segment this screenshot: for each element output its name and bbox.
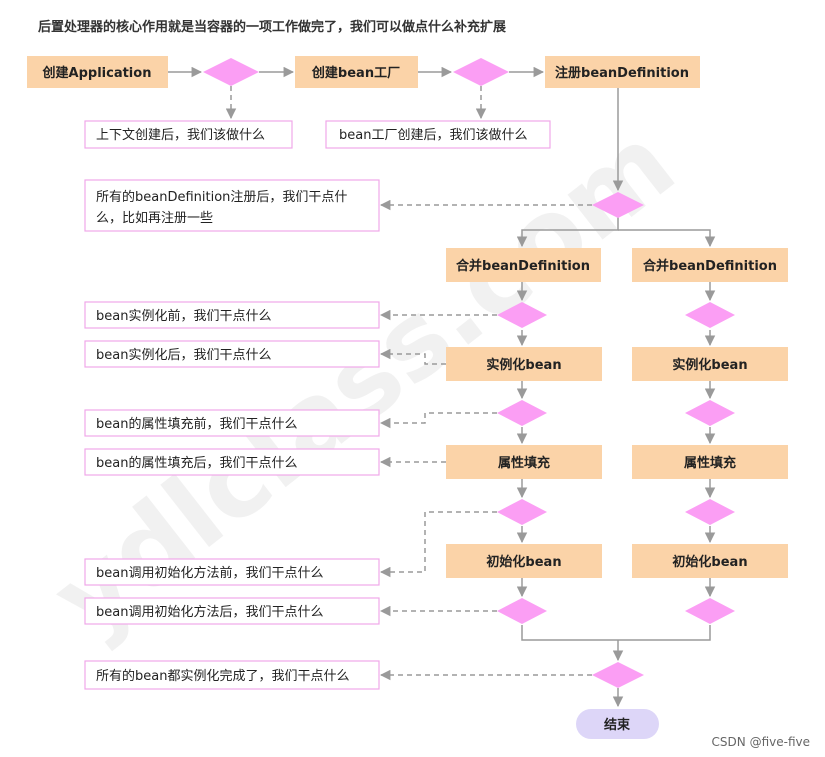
note-after-factory-text: bean工厂创建后，我们该做什么: [339, 128, 527, 143]
note-after-context: [84, 120, 293, 149]
note-before-instantiate: [84, 301, 380, 329]
right-populate-box: 属性填充: [632, 445, 788, 479]
note-all-done: [84, 660, 380, 690]
register-bean-definition-box: 注册beanDefinition: [545, 56, 700, 88]
create-bean-factory-box: 创建bean工厂: [295, 56, 418, 88]
decision-all-done: [592, 662, 644, 688]
note-after-instantiate: [84, 340, 380, 368]
end-terminal: 结束: [576, 709, 659, 739]
note-after-register-text-1: 所有的beanDefinition注册后，我们干点什: [96, 189, 347, 205]
decision-left-before-instantiate: [497, 302, 547, 328]
left-instantiate-box: 实例化bean: [446, 347, 602, 381]
csdn-credit: CSDN @five-five: [712, 735, 810, 749]
decision-after-context: [203, 58, 259, 86]
svg-text:创建Application: 创建Application: [42, 65, 152, 81]
svg-text:初始化bean: 初始化bean: [672, 554, 747, 570]
svg-text:实例化bean: 实例化bean: [486, 357, 561, 373]
decision-right-after-instantiate: [685, 400, 735, 426]
right-init-box: 初始化bean: [632, 544, 788, 578]
svg-text:初始化bean: 初始化bean: [486, 554, 561, 570]
decision-left-after-populate: [497, 499, 547, 525]
decision-right-before-instantiate: [685, 302, 735, 328]
note-after-init-text: bean调用初始化方法后，我们干点什么: [96, 604, 323, 620]
note-all-done-text: 所有的bean都实例化完成了，我们干点什么: [96, 668, 349, 684]
left-merge-bd-box: 合并beanDefinition: [446, 248, 601, 282]
decision-after-register: [592, 192, 644, 218]
note-before-instantiate-text: bean实例化前，我们干点什么: [96, 308, 271, 324]
left-populate-box: 属性填充: [446, 445, 602, 479]
note-after-populate-text: bean的属性填充后，我们干点什么: [96, 455, 297, 471]
note-after-register-text-2: 么，比如再注册一些: [96, 210, 213, 226]
note-after-init: [84, 597, 380, 625]
note-after-instantiate-text: bean实例化后，我们干点什么: [96, 348, 271, 363]
svg-text:属性填充: 属性填充: [684, 455, 736, 471]
note-before-init: [84, 558, 380, 586]
page-heading: 后置处理器的核心作用就是当容器的一项工作做完了，我们可以做点什么补充扩展: [38, 19, 507, 35]
note-after-context-text: 上下文创建后，我们该做什么: [96, 128, 265, 143]
svg-text:创建bean工厂: 创建bean工厂: [311, 65, 400, 81]
svg-text:属性填充: 属性填充: [498, 455, 550, 471]
note-before-populate-text: bean的属性填充前，我们干点什么: [96, 416, 297, 432]
note-after-factory: [325, 120, 551, 149]
dashed-connectors: [225, 86, 592, 681]
decision-after-factory: [453, 58, 509, 86]
decision-left-after-init: [497, 598, 547, 624]
right-instantiate-box: 实例化bean: [632, 347, 788, 381]
svg-text:合并beanDefinition: 合并beanDefinition: [456, 258, 590, 274]
note-before-populate: [84, 409, 380, 437]
svg-text:合并beanDefinition: 合并beanDefinition: [643, 258, 777, 274]
decision-right-after-populate: [685, 499, 735, 525]
note-texts: 上下文创建后，我们该做什么 bean工厂创建后，我们该做什么 所有的beanDe…: [96, 128, 527, 684]
right-merge-bd-box: 合并beanDefinition: [632, 248, 788, 282]
note-boxes: [84, 120, 551, 690]
create-application-box: 创建Application: [27, 56, 168, 88]
left-init-box: 初始化bean: [446, 544, 602, 578]
note-after-populate: [84, 448, 380, 476]
note-before-init-text: bean调用初始化方法前，我们干点什么: [96, 565, 323, 581]
svg-text:实例化bean: 实例化bean: [672, 357, 747, 373]
decision-diamonds: [203, 58, 735, 688]
svg-text:结束: 结束: [604, 717, 631, 733]
decision-right-after-init: [685, 598, 735, 624]
decision-left-after-instantiate: [497, 400, 547, 426]
svg-text:注册beanDefinition: 注册beanDefinition: [555, 65, 689, 81]
solid-connectors: [168, 66, 716, 708]
note-after-register: [84, 179, 380, 232]
